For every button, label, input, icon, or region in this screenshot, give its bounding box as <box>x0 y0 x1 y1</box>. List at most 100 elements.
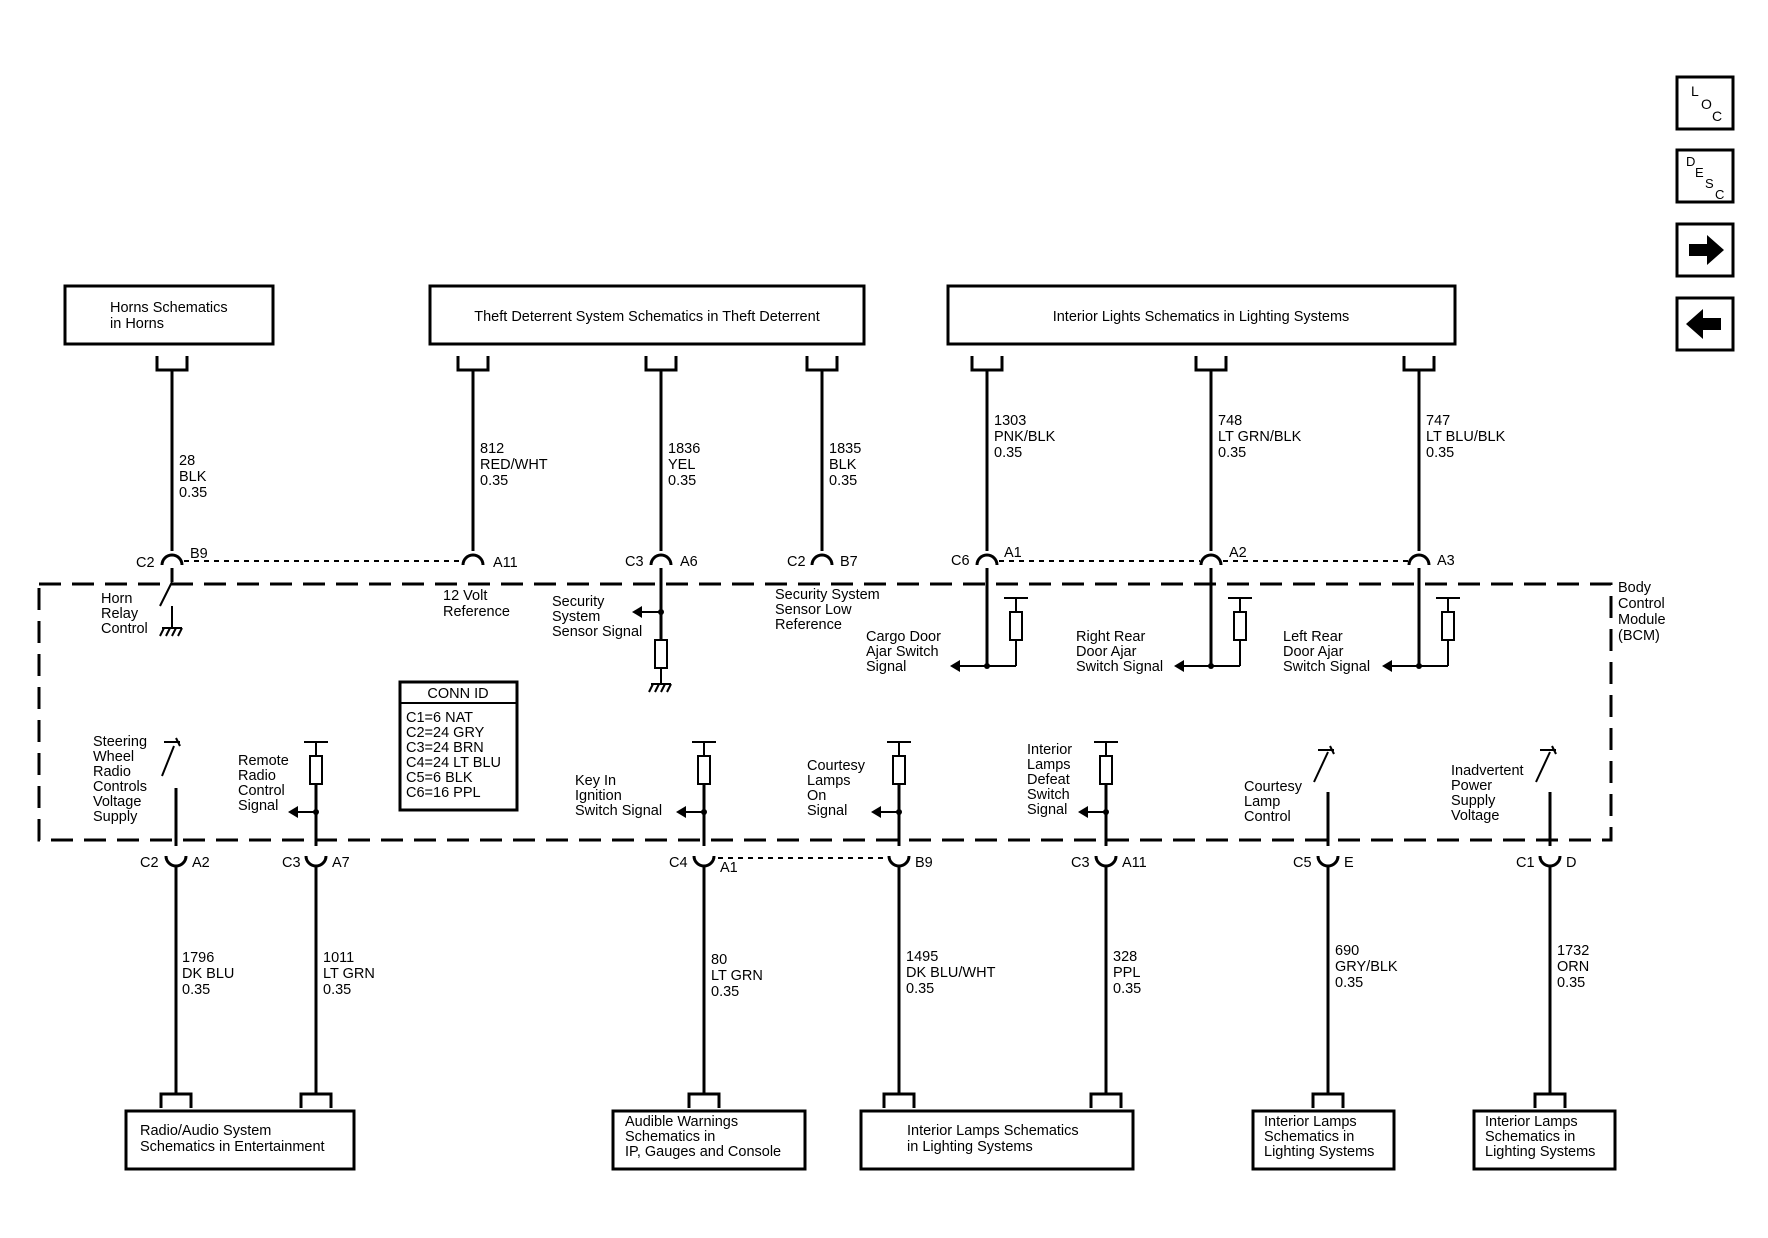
svg-text:Signal: Signal <box>1027 802 1067 818</box>
svg-text:C1: C1 <box>1516 855 1535 871</box>
svg-text:1495: 1495 <box>906 949 938 965</box>
svg-text:Ajar Switch: Ajar Switch <box>866 644 939 660</box>
svg-text:Switch Signal: Switch Signal <box>575 803 662 819</box>
svg-text:Defeat: Defeat <box>1027 772 1070 788</box>
svg-text:Relay: Relay <box>101 606 139 622</box>
svg-text:Supply: Supply <box>93 809 138 825</box>
svg-text:B9: B9 <box>915 855 933 871</box>
bottom-wires <box>174 866 1552 1094</box>
svg-text:C2: C2 <box>140 855 159 871</box>
func-key-in-ignition: Key In Ignition Switch Signal <box>575 773 662 819</box>
svg-text:GRY/BLK: GRY/BLK <box>1335 959 1398 975</box>
svg-text:0.35: 0.35 <box>182 982 210 998</box>
loc-button[interactable]: L O C <box>1675 75 1735 131</box>
svg-text:812: 812 <box>480 441 504 457</box>
svg-text:LT GRN/BLK: LT GRN/BLK <box>1218 429 1302 445</box>
cargo-door-ajar-circuit <box>950 568 1028 672</box>
interior-lamps-schematics-box-2[interactable]: Interior Lamps Schematics in Lighting Sy… <box>1251 1109 1396 1171</box>
svg-text:On: On <box>807 788 826 804</box>
svg-text:Cargo Door: Cargo Door <box>866 629 941 645</box>
svg-text:Body: Body <box>1618 580 1652 596</box>
desc-button[interactable]: D E S C <box>1675 148 1735 204</box>
radio-audio-schematics-box[interactable]: Radio/Audio System Schematics in Enterta… <box>124 1109 356 1171</box>
svg-text:Power: Power <box>1451 778 1492 794</box>
next-button[interactable] <box>1675 222 1735 278</box>
svg-text:Radio/Audio System: Radio/Audio System <box>140 1123 271 1139</box>
steering-wheel-radio-switch <box>161 737 181 846</box>
svg-text:Courtesy: Courtesy <box>807 758 866 774</box>
svg-text:Courtesy: Courtesy <box>1244 779 1303 795</box>
svg-text:Ignition: Ignition <box>575 788 622 804</box>
svg-text:Supply: Supply <box>1451 793 1496 809</box>
svg-text:1732: 1732 <box>1557 943 1589 959</box>
svg-text:0.35: 0.35 <box>1557 975 1585 991</box>
svg-text:Horns Schematics: Horns Schematics <box>110 300 228 316</box>
svg-text:C2: C2 <box>787 554 806 570</box>
svg-text:A11: A11 <box>493 555 518 571</box>
svg-text:Lamps: Lamps <box>1027 757 1071 773</box>
svg-text:Right Rear: Right Rear <box>1076 629 1145 645</box>
svg-text:C4: C4 <box>669 855 688 871</box>
wire-label-812: 812 RED/WHT 0.35 <box>480 441 548 489</box>
svg-text:Remote: Remote <box>238 753 289 769</box>
svg-text:A7: A7 <box>332 855 350 871</box>
interior-lamps-schematics-box[interactable]: Interior Lamps Schematics in Lighting Sy… <box>859 1109 1135 1171</box>
svg-text:E: E <box>1695 165 1704 180</box>
svg-text:0.35: 0.35 <box>1335 975 1363 991</box>
svg-text:A11: A11 <box>1122 855 1147 871</box>
audible-warnings-schematics-box[interactable]: Audible Warnings Schematics in IP, Gauge… <box>611 1109 807 1171</box>
svg-text:A1: A1 <box>720 860 738 876</box>
svg-text:DK BLU/WHT: DK BLU/WHT <box>906 965 996 981</box>
svg-text:Horn: Horn <box>101 591 132 607</box>
rr-door-ajar-circuit <box>1174 568 1252 672</box>
svg-text:B7: B7 <box>840 554 858 570</box>
svg-text:D: D <box>1566 855 1576 871</box>
svg-text:Control: Control <box>238 783 285 799</box>
horns-schematics-box[interactable]: Horns Schematics in Horns <box>63 284 275 346</box>
bcm-label: Body Control Module (BCM) <box>1618 580 1666 644</box>
svg-text:Schematics in: Schematics in <box>1264 1129 1354 1145</box>
svg-text:Switch: Switch <box>1027 787 1070 803</box>
svg-text:CONN ID: CONN ID <box>427 686 488 702</box>
interior-lights-box[interactable]: Interior Lights Schematics in Lighting S… <box>946 284 1457 346</box>
interior-lamps-schematics-box-3[interactable]: Interior Lamps Schematics in Lighting Sy… <box>1472 1109 1617 1171</box>
func-steering-wheel-radio-controls: Steering Wheel Radio Controls Voltage Su… <box>93 734 147 825</box>
svg-text:C6=16 PPL: C6=16 PPL <box>406 785 481 801</box>
svg-text:Interior: Interior <box>1027 742 1072 758</box>
svg-text:L: L <box>1691 83 1699 99</box>
svg-text:Lighting Systems: Lighting Systems <box>1485 1144 1595 1160</box>
svg-text:12 Volt: 12 Volt <box>443 588 487 604</box>
svg-text:1796: 1796 <box>182 950 214 966</box>
svg-text:(BCM): (BCM) <box>1618 628 1660 644</box>
svg-text:Schematics in Entertainment: Schematics in Entertainment <box>140 1139 325 1155</box>
top-connector-stubs <box>155 356 1436 372</box>
svg-text:0.35: 0.35 <box>1426 445 1454 461</box>
svg-text:A2: A2 <box>192 855 210 871</box>
svg-text:Reference: Reference <box>775 617 842 633</box>
svg-text:LT GRN: LT GRN <box>323 966 375 982</box>
svg-text:B9: B9 <box>190 546 208 562</box>
svg-text:Switch Signal: Switch Signal <box>1076 659 1163 675</box>
svg-text:1011: 1011 <box>323 950 354 966</box>
arrow-left-icon <box>1686 309 1721 339</box>
svg-text:Key In: Key In <box>575 773 616 789</box>
theft-deterrent-box[interactable]: Theft Deterrent System Schematics in The… <box>428 284 866 346</box>
func-interior-lamps-defeat: Interior Lamps Defeat Switch Signal <box>1027 742 1072 818</box>
svg-text:0.35: 0.35 <box>179 485 207 501</box>
svg-text:0.35: 0.35 <box>829 473 857 489</box>
svg-text:C3: C3 <box>625 554 644 570</box>
svg-text:0.35: 0.35 <box>480 473 508 489</box>
lr-door-ajar-circuit <box>1382 568 1460 672</box>
svg-text:80: 80 <box>711 952 727 968</box>
svg-text:C5=6 BLK: C5=6 BLK <box>406 770 473 786</box>
wire-label-80: 80 LT GRN 0.35 <box>711 952 763 1000</box>
security-sensor-signal-circuit <box>632 568 672 693</box>
svg-text:Lamps: Lamps <box>807 773 851 789</box>
svg-text:Interior Lamps Schematics: Interior Lamps Schematics <box>907 1123 1079 1139</box>
top-connectors <box>160 553 1431 566</box>
prev-button[interactable] <box>1675 296 1735 352</box>
svg-text:Interior Lamps: Interior Lamps <box>1485 1114 1578 1130</box>
svg-text:0.35: 0.35 <box>668 473 696 489</box>
svg-text:C6: C6 <box>951 553 970 569</box>
